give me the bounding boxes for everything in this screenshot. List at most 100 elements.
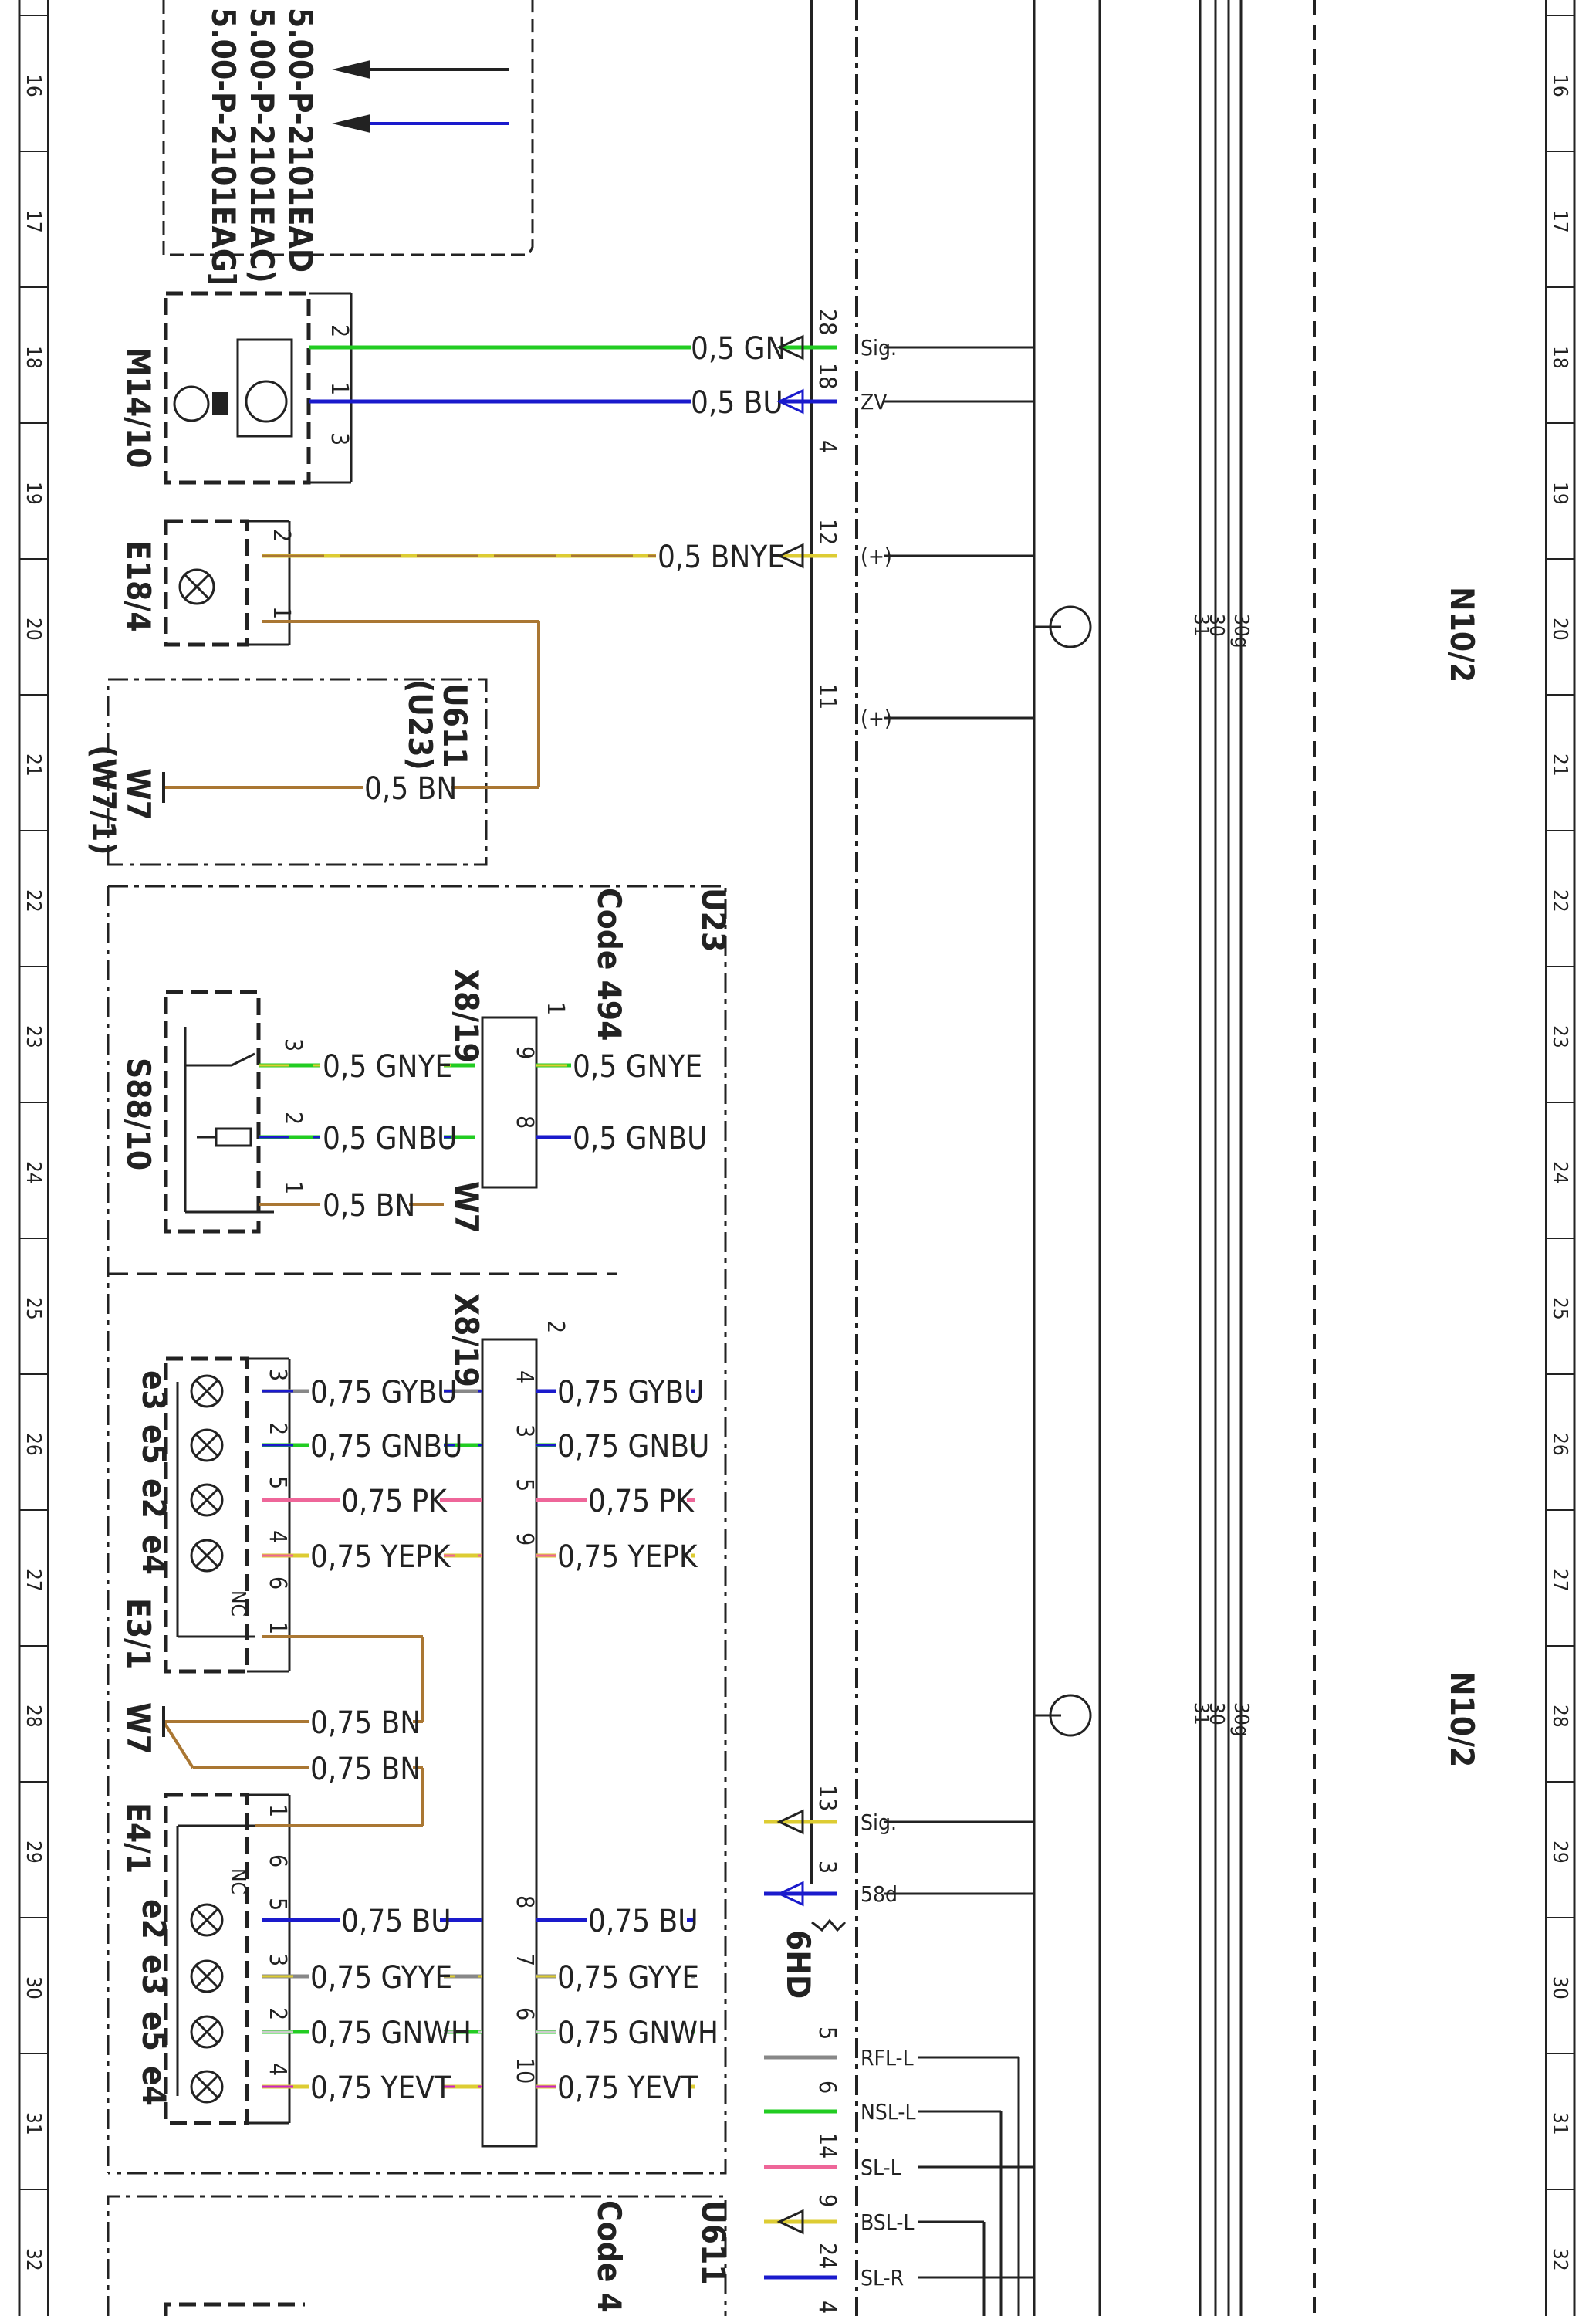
pin-label: 6	[264, 1854, 291, 1867]
wire-label: 0,5 BU	[691, 385, 783, 421]
grid-row-label: 19	[22, 482, 45, 505]
pin-label: 8	[511, 1895, 538, 1908]
u23-label: U23	[695, 888, 732, 952]
u611-label: U611	[436, 683, 474, 768]
pin-label: 2	[542, 1320, 569, 1333]
e3-1-label: E3/1	[120, 1598, 157, 1669]
pin-label: 1	[279, 1181, 306, 1194]
pin-label: 9	[813, 2194, 840, 2207]
lamp-label: e5	[135, 2011, 173, 2051]
grid-row-label: 29	[22, 1840, 45, 1864]
pin-label: 6	[511, 2007, 538, 2020]
wire-label: 0,75 GNBU	[557, 1429, 709, 1464]
e18-4-label: E18/4	[120, 540, 157, 632]
pin-label: 5	[264, 1476, 291, 1489]
grid-row-label: 28	[22, 1705, 45, 1728]
pin-label: 2	[268, 529, 295, 542]
bus-label: 30	[1205, 614, 1228, 637]
signal-label: SL-R	[861, 2265, 904, 2291]
wire-label: 0,75 BN	[310, 1752, 421, 1787]
ref-line-1: 5.00-P-2101EAD	[282, 8, 320, 273]
wire-label: 0,5 BN	[323, 1188, 415, 1224]
grid-row-label: 24	[1548, 1161, 1571, 1184]
grid-row-label: 29	[1548, 1840, 1571, 1864]
wire-label: 0,5 GNBU	[573, 1121, 707, 1156]
wire-label: 0,5 GNBU	[323, 1121, 457, 1156]
pin-label: 1	[542, 1002, 569, 1015]
wire-label: 0,75 BN	[310, 1705, 421, 1741]
pin-label: 11	[813, 683, 840, 709]
bus-label: 31	[1189, 1702, 1212, 1725]
transistor-symbols	[1034, 605, 1092, 1737]
wire-labels: 0,5 GN 0,5 BU 0,5 BNYE 0,5 BN 0,5 GNYE 0…	[309, 330, 786, 2106]
pin-label: 10	[511, 2057, 538, 2084]
wire-label: 0,75 GNWH	[557, 2016, 719, 2051]
pin-label: 2	[264, 1422, 291, 1435]
grid-left-strip	[18, 0, 49, 2316]
ref-line-3: 5.00-P-2101EAG]	[205, 8, 242, 286]
wire-label: 0,75 BU	[341, 1904, 451, 1939]
grid-row-label: 18	[22, 346, 45, 369]
pin-label: 14	[813, 2132, 840, 2159]
lamp-label: e2	[135, 1899, 173, 1939]
pin-label: 3	[279, 1038, 306, 1051]
wire-label: 0,75 PK	[588, 1484, 695, 1519]
signal-label: SL-L	[861, 2155, 901, 2180]
lamp-label: e3	[135, 1955, 173, 1995]
pin-label: 13	[813, 1785, 840, 1811]
grid-row-label: 16	[1548, 74, 1571, 97]
grid-row-label: 24	[22, 1161, 45, 1184]
grid-row-label: 20	[22, 618, 45, 641]
grid-row-label: 17	[22, 210, 45, 233]
s88-10-label: S88/10	[120, 1058, 157, 1170]
grid-row-label: 25	[1548, 1297, 1571, 1320]
pin-label: 1	[264, 1804, 291, 1817]
w7-mid-label: W7	[448, 1181, 485, 1234]
wire-label: 0,5 GN	[691, 331, 786, 367]
grid-row-label: 28	[1548, 1705, 1571, 1728]
pin-label: 4	[264, 1530, 291, 1543]
w7-lower-label: W7	[120, 1702, 157, 1755]
pin-label: 8	[511, 1116, 538, 1129]
lamp-label: e4	[135, 2066, 173, 2106]
n10-2-label: N10/2	[1443, 587, 1481, 682]
wire-label: 0,75 GYBU	[557, 1375, 704, 1410]
grid-row-label: 20	[1548, 618, 1571, 641]
pin-label: 4	[813, 440, 840, 453]
w7-label: W7	[120, 768, 157, 821]
6hd-label: 6HD	[779, 1930, 817, 1999]
pin-label: 7	[511, 1953, 538, 1966]
pin-label: 12	[813, 519, 840, 545]
pin-label: 9	[511, 1046, 538, 1059]
module-signals: Sig. ZV (+) (+) Sig. 58d RFL-L NSL-L SL-…	[779, 309, 1034, 2316]
grid-row-label: 22	[22, 889, 45, 913]
pin-label: 6	[264, 1576, 291, 1590]
ref-line-2: 5.00-P-2101EAC)	[243, 8, 281, 283]
signal-label: 58d	[861, 1881, 898, 1907]
m14-10-label: M14/10	[120, 347, 157, 469]
wire-label: 0,5 BN	[364, 771, 457, 807]
signal-label: RFL-L	[861, 2045, 914, 2071]
module-connector-arrows	[764, 334, 837, 2280]
grid-row-label: 27	[1548, 1569, 1571, 1592]
wire-label: 0,75 YEVT	[557, 2071, 699, 2106]
pin-label: 2	[279, 1112, 306, 1125]
wire-label: 0,75 PK	[341, 1484, 448, 1519]
grid-row-label: 23	[22, 1025, 45, 1048]
signal-label: NSL-L	[861, 2099, 916, 2125]
pin-label: 4	[264, 2063, 291, 2076]
wire-label: 0,75 GYYE	[557, 1960, 699, 1996]
grid-row-label: 32	[1548, 2248, 1571, 2271]
n10-2-label: N10/2	[1443, 1671, 1481, 1767]
grid-row-label: 17	[1548, 210, 1571, 233]
m14-10-component: M14/10 2 1 3	[120, 291, 702, 485]
bus-label: 30	[1205, 1702, 1228, 1725]
signal-label: (+)	[861, 543, 892, 569]
grid-row-label: 21	[1548, 753, 1571, 777]
lamp-label: e5	[135, 1424, 173, 1464]
x8-19-label: X8/19	[448, 1293, 485, 1387]
grid-row-label: 30	[22, 1976, 45, 1999]
wire-label: 0,5 GNYE	[323, 1049, 452, 1085]
